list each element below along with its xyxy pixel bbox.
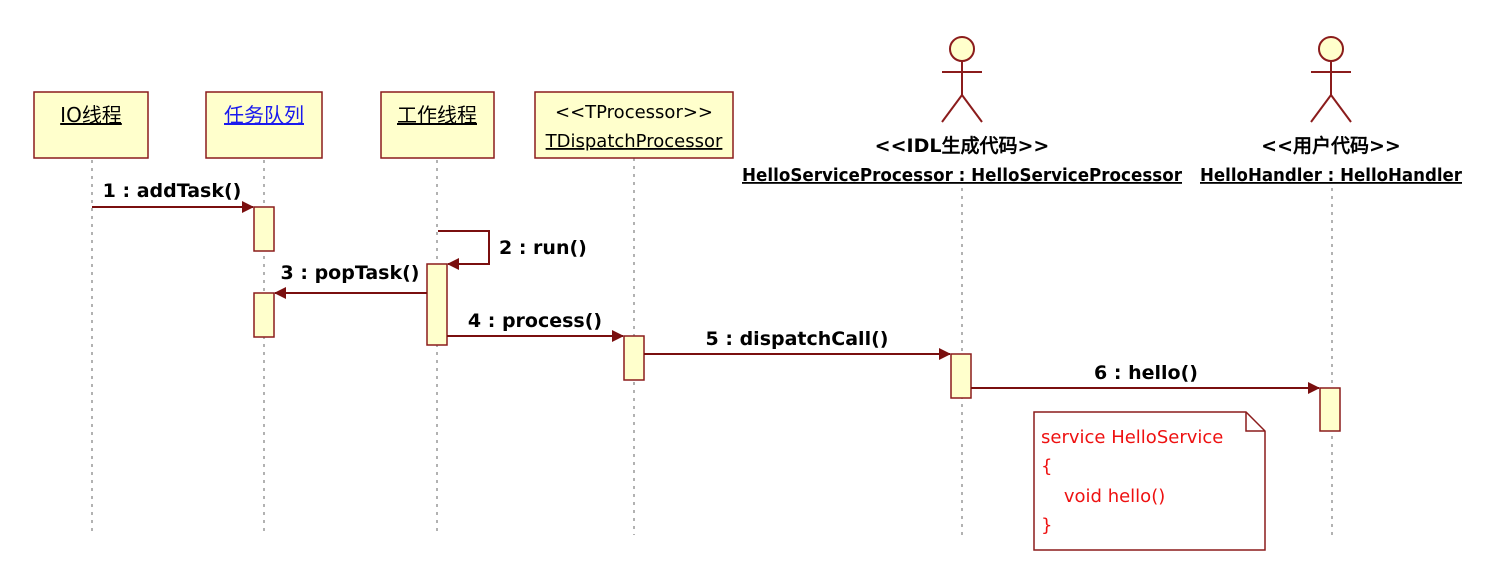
participant-label: 工作线程 xyxy=(397,103,477,127)
participant-box xyxy=(205,91,323,159)
participant-queue[interactable]: 任务队列 xyxy=(205,91,323,159)
participant-hsp[interactable]: <<IDL生成代码>> HelloServiceProcessor : Hell… xyxy=(742,36,1182,186)
note-line-1: service HelloService xyxy=(1041,427,1223,448)
participant-stereotype: <<IDL生成代码>> xyxy=(875,134,1050,157)
message-label-5: 5 : dispatchCall() xyxy=(706,328,889,350)
note-line-2: { xyxy=(1041,456,1052,477)
participant-io[interactable]: IO线程 xyxy=(33,91,149,159)
message-label-6: 6 : hello() xyxy=(1094,362,1198,384)
message-label-1: 1 : addTask() xyxy=(103,180,242,202)
participant-box xyxy=(534,91,734,159)
note-line-3: void hello() xyxy=(1041,486,1165,507)
activations xyxy=(253,206,1341,432)
participant-box xyxy=(380,91,495,159)
note-shape xyxy=(1033,411,1266,551)
activation-queue-1 xyxy=(253,206,275,252)
participant-stereotype: <<TProcessor>> xyxy=(555,102,713,123)
actor-icon xyxy=(1310,36,1352,123)
message-labels: 1 : addTask() 2 : run() 3 : popTask() 4 … xyxy=(103,180,1198,384)
participant-box xyxy=(33,91,149,159)
participant-label: HelloHandler : HelloHandler xyxy=(1200,165,1462,186)
participant-tproc[interactable]: <<TProcessor>> TDispatchProcessor xyxy=(534,91,734,159)
activation-hh xyxy=(1319,387,1341,432)
participant-hh[interactable]: <<用户代码>> HelloHandler : HelloHandler xyxy=(1200,36,1462,186)
lifelines xyxy=(91,158,1333,535)
message-label-4: 4 : process() xyxy=(468,310,602,332)
actor-icon xyxy=(941,36,983,123)
participant-worker[interactable]: 工作线程 xyxy=(380,91,495,159)
activation-worker xyxy=(426,263,448,346)
note-line-4: } xyxy=(1041,515,1052,536)
participant-label: HelloServiceProcessor : HelloServiceProc… xyxy=(742,165,1182,186)
participant-stereotype: <<用户代码>> xyxy=(1261,134,1401,157)
note-fold xyxy=(1245,412,1265,432)
participant-label: TDispatchProcessor xyxy=(545,131,723,152)
message-arrow-2 xyxy=(438,230,490,270)
participant-label-link[interactable]: 任务队列 xyxy=(224,103,304,127)
activation-hsp xyxy=(950,353,972,399)
note: service HelloService { void hello() } xyxy=(1033,411,1266,551)
message-label-2: 2 : run() xyxy=(499,237,587,259)
message-label-3: 3 : popTask() xyxy=(281,262,420,284)
messages xyxy=(92,201,1320,394)
activation-tproc xyxy=(623,335,645,381)
activation-queue-2 xyxy=(253,292,275,338)
participant-label: IO线程 xyxy=(60,103,122,127)
